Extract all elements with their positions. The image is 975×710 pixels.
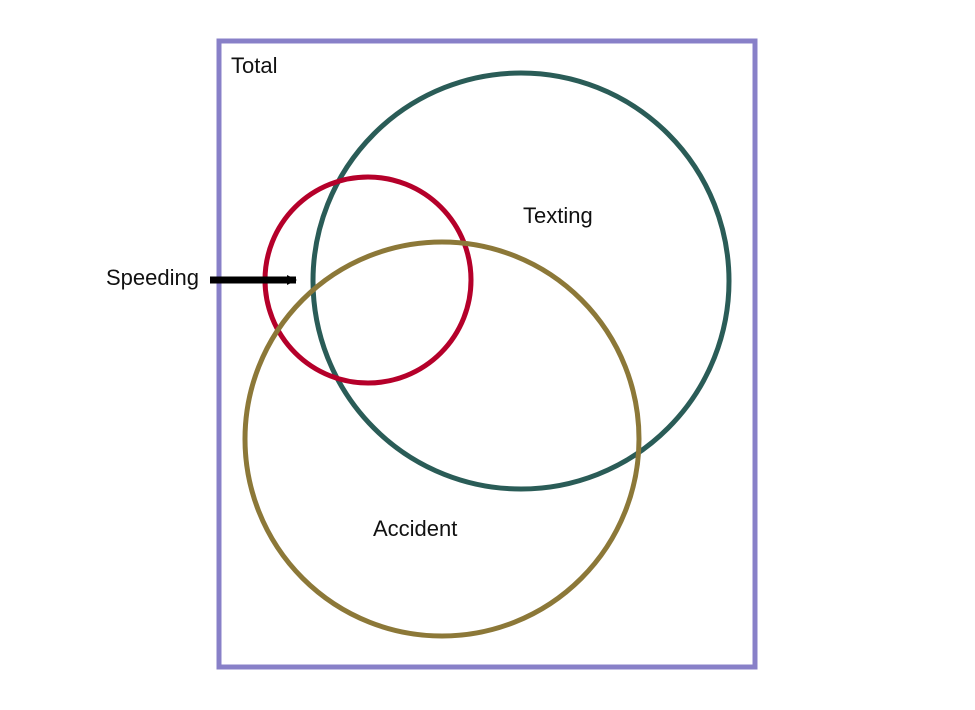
set-circle-texting [310,70,732,492]
set-label-texting: Texting [523,203,593,228]
set-label-speeding: Speeding [106,265,199,290]
set-circle-accident [242,239,642,639]
universe-box [216,38,758,670]
universe-label: Total [231,53,277,78]
set-label-accident: Accident [373,516,457,541]
